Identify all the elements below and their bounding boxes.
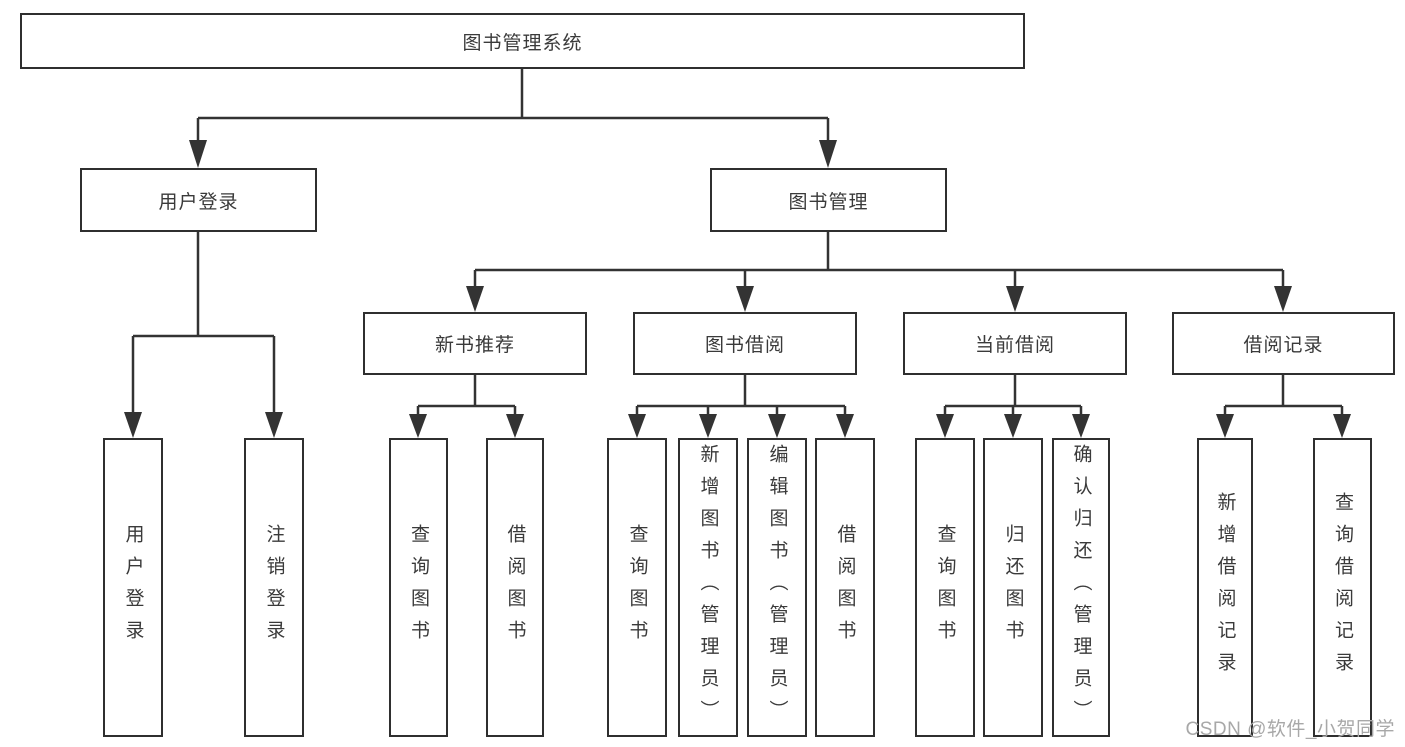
leaf-label: 编辑图书（管理员） <box>766 443 788 732</box>
leaf-label: 借阅图书 <box>834 523 856 652</box>
leaf-cb-return-book: 归还图书 <box>983 438 1043 737</box>
leaf-user-login: 用户登录 <box>103 438 163 737</box>
leaf-label: 查询图书 <box>626 523 648 652</box>
leaf-cb-confirm-return: 确认归还（管理员） <box>1052 438 1110 737</box>
leaf-br-query-record: 查询借阅记录 <box>1313 438 1372 737</box>
node-user-login: 用户登录 <box>80 168 317 232</box>
node-borrowing-records: 借阅记录 <box>1172 312 1395 375</box>
node-book-borrowing: 图书借阅 <box>633 312 857 375</box>
leaf-label: 新增借阅记录 <box>1214 491 1236 684</box>
leaf-label: 查询图书 <box>408 523 429 652</box>
leaf-logout: 注销登录 <box>244 438 304 737</box>
leaf-bb-query-book: 查询图书 <box>607 438 667 737</box>
node-root: 图书管理系统 <box>20 13 1025 69</box>
leaf-label: 新增图书（管理员） <box>697 443 719 732</box>
leaf-bb-add-book: 新增图书（管理员） <box>678 438 738 737</box>
leaf-rec-query-book: 查询图书 <box>389 438 448 737</box>
csdn-watermark: CSDN @软件_小贺同学 <box>1185 719 1395 740</box>
leaf-label: 注销登录 <box>263 523 285 652</box>
leaf-bb-edit-book: 编辑图书（管理员） <box>747 438 807 737</box>
leaf-br-add-record: 新增借阅记录 <box>1197 438 1253 737</box>
leaf-rec-borrow-book: 借阅图书 <box>486 438 544 737</box>
node-new-book-recommendation: 新书推荐 <box>363 312 587 375</box>
node-current-borrowing: 当前借阅 <box>903 312 1127 375</box>
leaf-label: 用户登录 <box>122 523 144 652</box>
leaf-label: 确认归还（管理员） <box>1070 443 1092 732</box>
leaf-label: 查询借阅记录 <box>1332 491 1353 684</box>
node-book-management: 图书管理 <box>710 168 947 232</box>
leaf-label: 查询图书 <box>934 523 956 652</box>
leaf-label: 归还图书 <box>1002 523 1024 652</box>
leaf-label: 借阅图书 <box>504 523 526 652</box>
leaf-cb-query-book: 查询图书 <box>915 438 975 737</box>
leaf-bb-borrow-book: 借阅图书 <box>815 438 875 737</box>
